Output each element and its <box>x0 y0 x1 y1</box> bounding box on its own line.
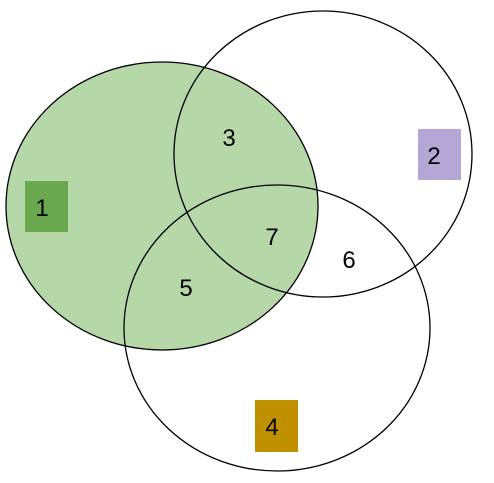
set-a-ellipse <box>6 62 318 350</box>
set-a-outline <box>5 61 319 351</box>
region-3-label: 3 <box>222 125 235 152</box>
region-6-label: 6 <box>342 247 355 274</box>
set-c-outline <box>123 184 431 472</box>
region-5-label: 5 <box>179 275 192 302</box>
region-4-box <box>255 400 298 452</box>
region-2-box <box>418 129 461 180</box>
set-b-outline <box>173 10 473 298</box>
region-2-label: 2 <box>427 143 440 170</box>
region-7-label: 7 <box>265 224 278 251</box>
region-1-box <box>25 181 68 232</box>
region-1-label: 1 <box>35 195 48 222</box>
region-4-label: 4 <box>265 414 278 441</box>
